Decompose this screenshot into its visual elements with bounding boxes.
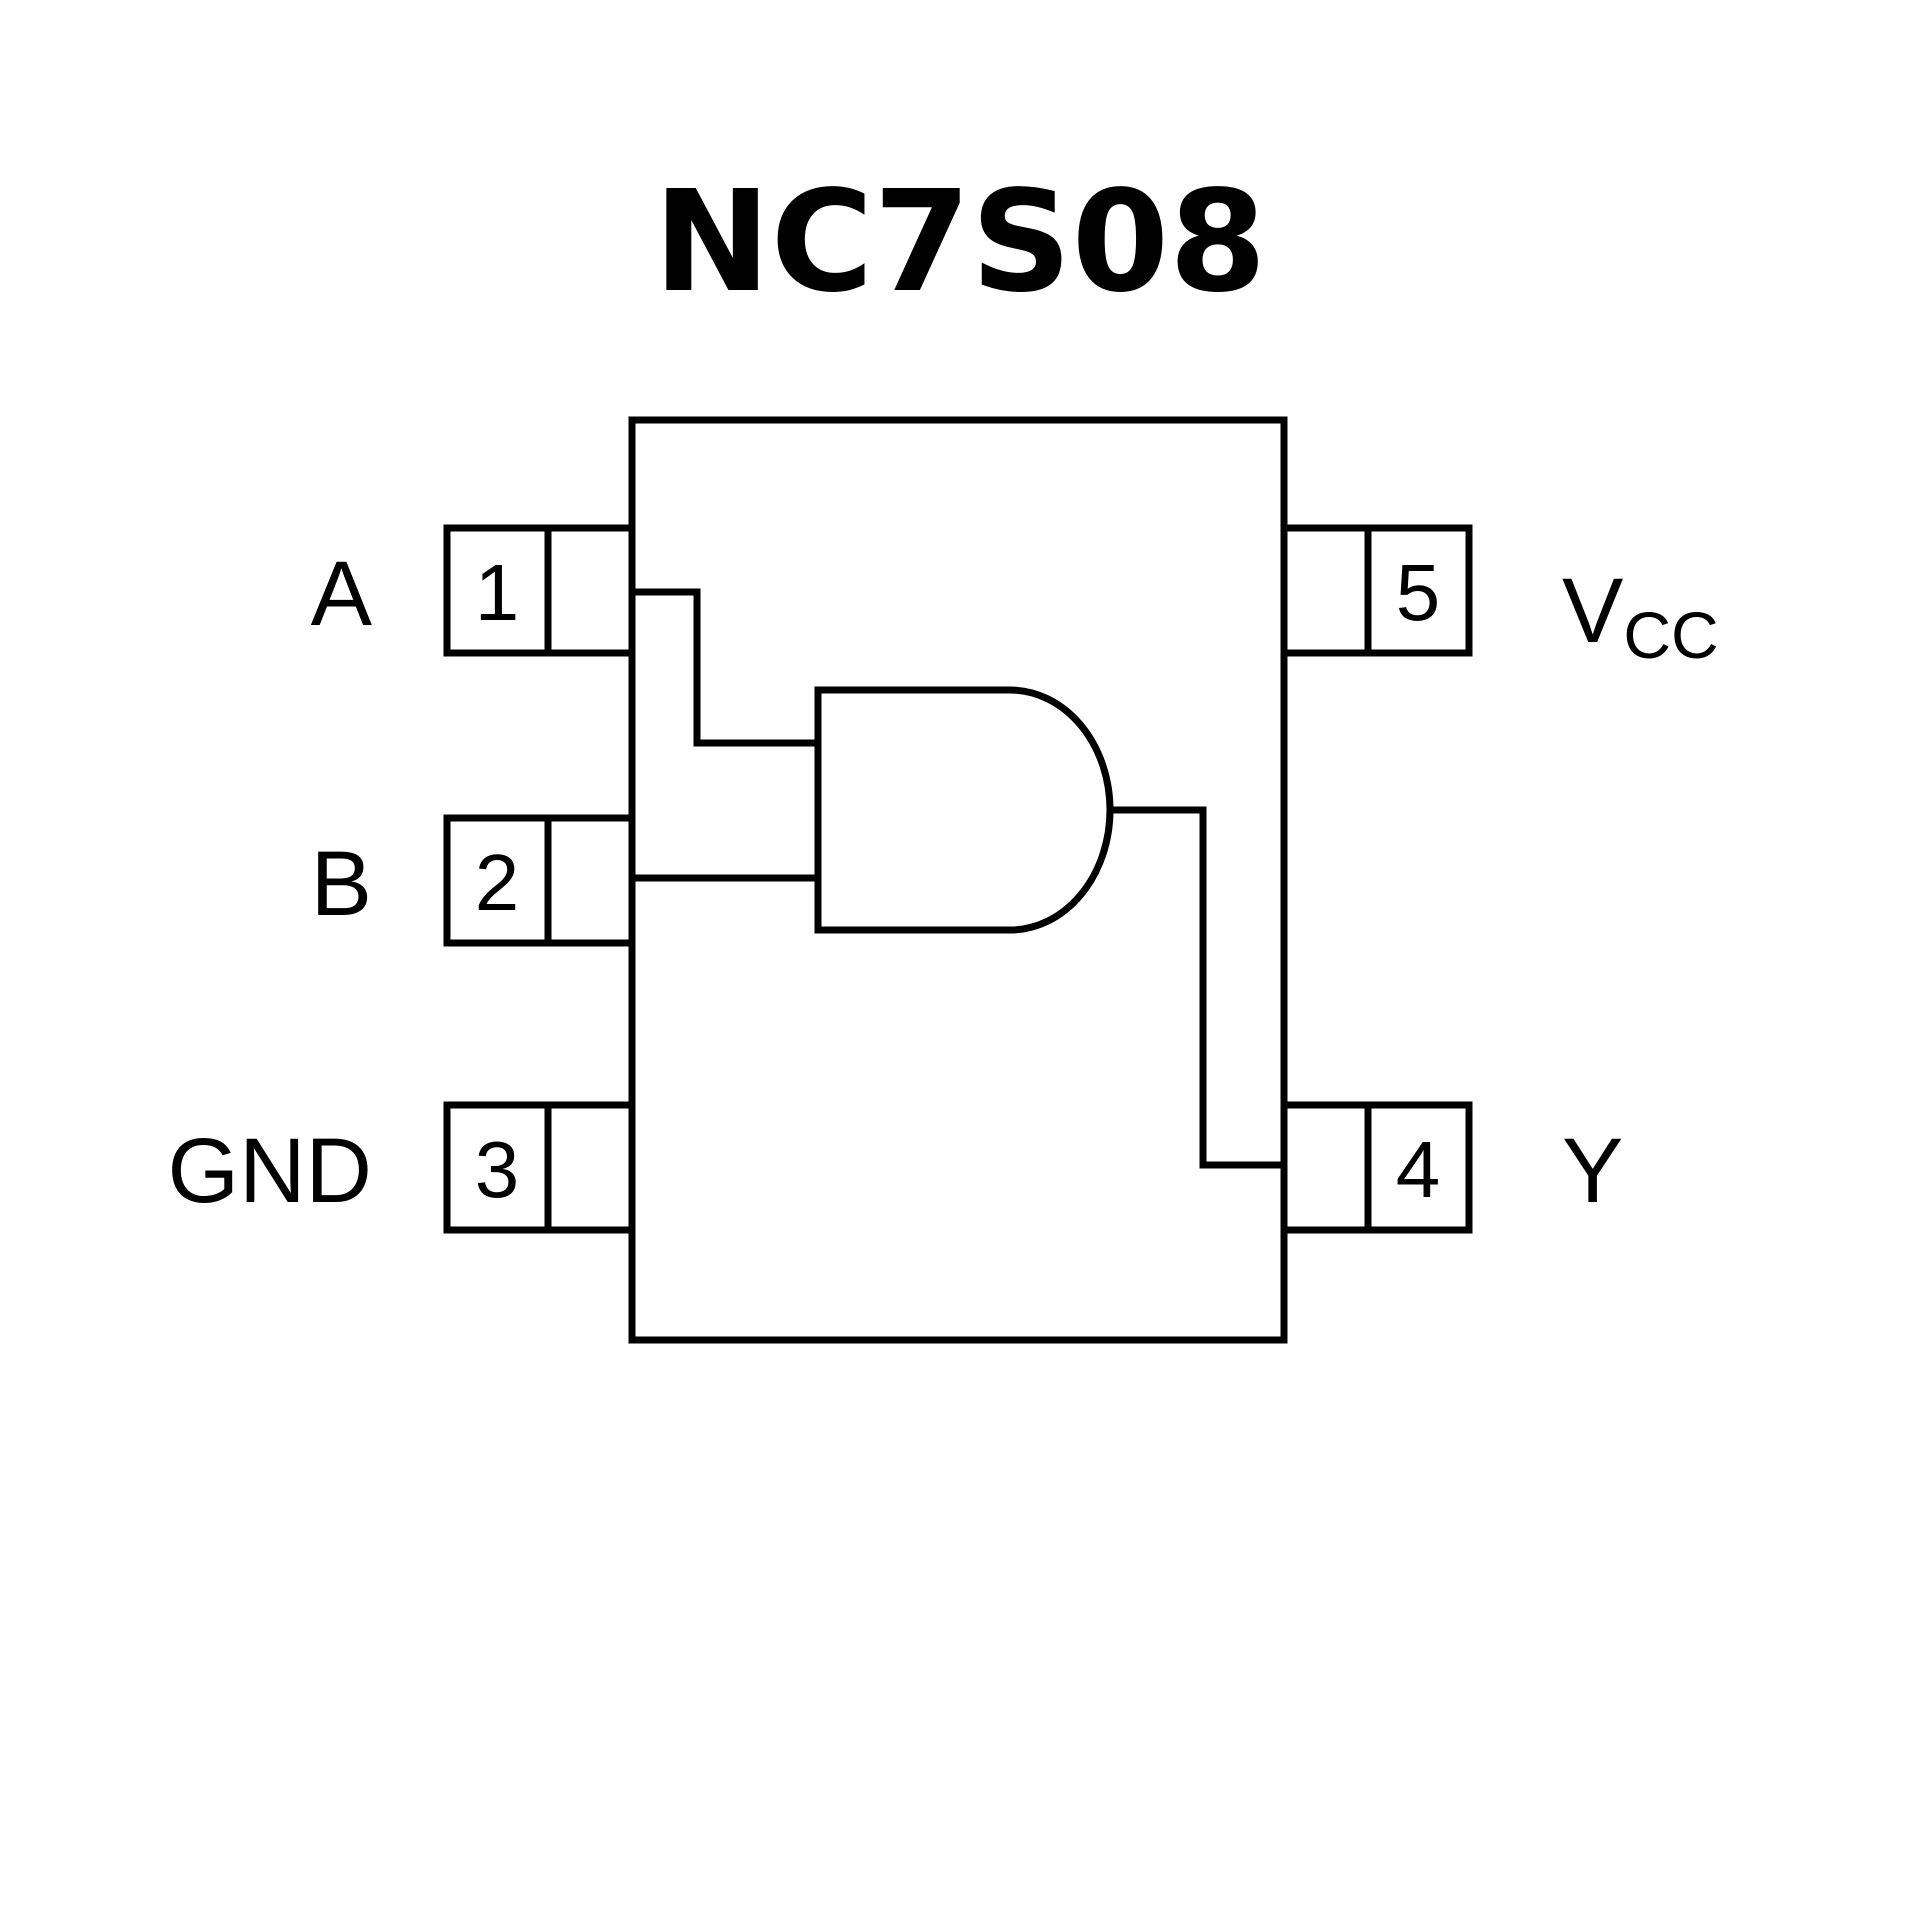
- pin-5: 5: [1280, 524, 1473, 657]
- pin-4-label: Y: [1562, 1120, 1623, 1222]
- pin-2-number: 2: [475, 838, 520, 927]
- pin-4-pad: [1280, 1101, 1473, 1234]
- pin-1-number: 1: [475, 548, 520, 637]
- pin-1: 1: [443, 524, 636, 657]
- pin-3-label: GND: [168, 1120, 372, 1222]
- pin-3-pad: [443, 1101, 636, 1234]
- pin-4-number: 4: [1396, 1125, 1441, 1214]
- pin-5-number: 5: [1396, 548, 1441, 637]
- pin-4: 4: [1280, 1101, 1473, 1234]
- pin-2: 2: [443, 814, 636, 947]
- and-gate-icon: [814, 686, 1114, 934]
- pin-3: 3: [443, 1101, 636, 1234]
- wire-a-to-gate: [628, 588, 822, 747]
- pin-2-label: B: [311, 833, 372, 935]
- chip-title: NC7S08: [654, 161, 1267, 324]
- pin-3-number: 3: [475, 1125, 520, 1214]
- pin-5-label-sub: CC: [1623, 598, 1718, 672]
- pin-5-label-main: V: [1562, 560, 1623, 662]
- pin-1-label: A: [311, 543, 373, 645]
- wire-gate-to-y: [1106, 806, 1288, 1169]
- pin-5-pad: [1280, 524, 1473, 657]
- pin-5-label: VCC: [1562, 560, 1719, 672]
